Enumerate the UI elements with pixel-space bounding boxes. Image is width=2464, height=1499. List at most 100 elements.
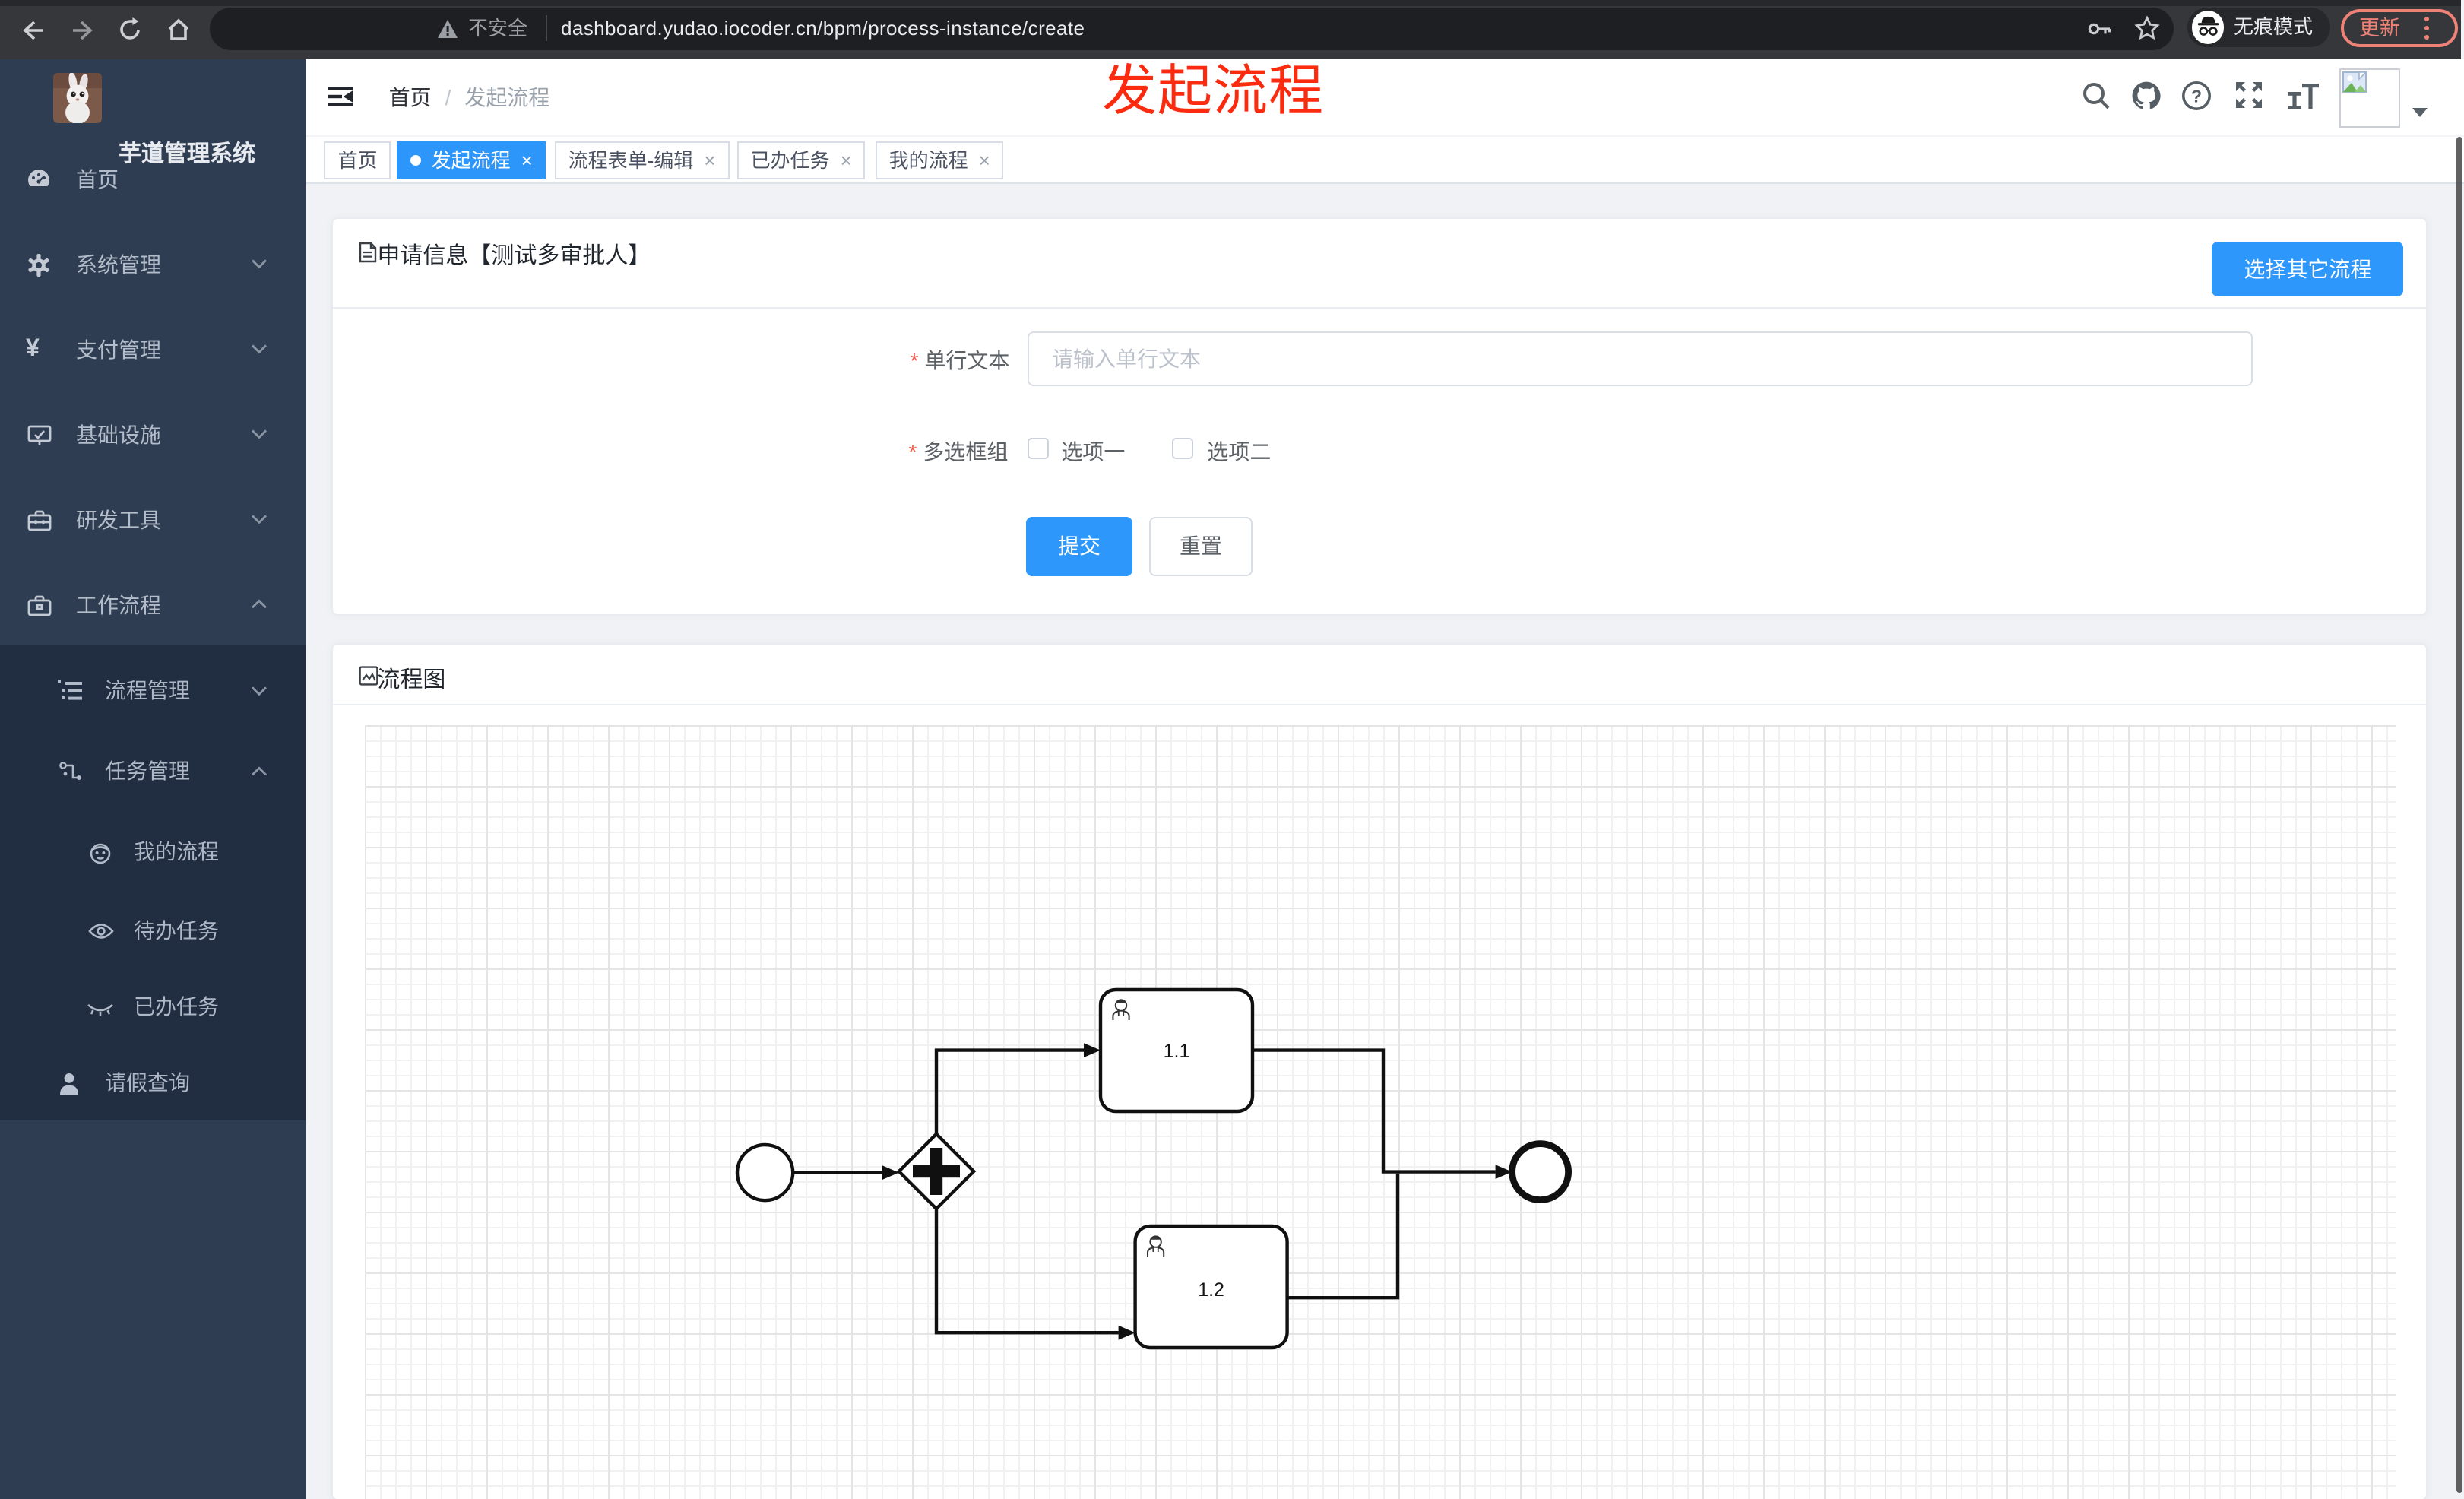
tab-form-edit[interactable]: 流程表单-编辑× xyxy=(554,141,730,180)
sidebar-item-payment[interactable]: ¥ 支付管理 xyxy=(0,307,306,392)
incognito-label: 无痕模式 xyxy=(2234,15,2314,38)
tab-home[interactable]: 首页 xyxy=(324,141,391,180)
avatar[interactable] xyxy=(2339,68,2400,127)
browser-top-strip xyxy=(0,0,2464,5)
chevron-up-icon xyxy=(251,599,268,610)
github-icon[interactable] xyxy=(2131,81,2162,111)
sidebar-item-workflow[interactable]: 工作流程 xyxy=(0,563,306,648)
sidebar-submenu: 流程管理 任务管理 我的流程 待办任务 xyxy=(0,645,306,1120)
menu-dots-icon[interactable] xyxy=(2424,16,2430,22)
tab-my-process[interactable]: 我的流程× xyxy=(875,141,1004,180)
breadcrumb: 首页/发起流程 xyxy=(388,85,550,109)
tree-icon xyxy=(59,760,82,784)
close-icon[interactable]: × xyxy=(978,149,990,173)
annotation-text: 发起流程 xyxy=(1102,59,1325,122)
bpmn-parallel-gateway xyxy=(896,1131,977,1212)
close-icon[interactable]: × xyxy=(704,149,716,173)
eye-closed-icon xyxy=(87,1003,114,1019)
field-label-checks: *多选框组 xyxy=(908,439,1009,463)
bpmn-user-task-2: 1.2 xyxy=(1133,1224,1289,1350)
reload-icon[interactable] xyxy=(117,17,143,43)
submit-button[interactable]: 提交 xyxy=(1025,516,1132,575)
incognito-icon xyxy=(2191,11,2225,44)
single-line-text-input[interactable]: 请输入单行文本 xyxy=(1027,331,2253,385)
sidebar-item-leave-query[interactable]: 请假查询 xyxy=(0,1047,306,1120)
bookmark-star-icon[interactable] xyxy=(2134,15,2160,41)
scrollbar-thumb[interactable] xyxy=(2456,137,2463,1493)
close-icon[interactable]: × xyxy=(840,149,852,173)
bpmn-start-event xyxy=(735,1142,795,1203)
list-icon xyxy=(58,680,82,702)
chevron-down-icon xyxy=(251,514,268,524)
tab-start-process[interactable]: 发起流程× xyxy=(396,141,546,180)
breadcrumb-home[interactable]: 首页 xyxy=(388,85,432,109)
gear-icon xyxy=(27,254,50,277)
svg-text:1.2: 1.2 xyxy=(1198,1279,1224,1301)
logo-avatar xyxy=(52,72,101,123)
security-label[interactable]: 不安全 xyxy=(468,17,528,40)
card1-divider xyxy=(333,306,2426,308)
choose-other-process-button[interactable]: 选择其它流程 xyxy=(2212,241,2404,296)
sidebar-item-task-mgmt[interactable]: 任务管理 xyxy=(0,731,306,813)
card2-divider xyxy=(333,703,2426,705)
chevron-down-icon xyxy=(251,429,268,439)
reset-button[interactable]: 重置 xyxy=(1148,516,1253,575)
sidebar-fold-icon[interactable] xyxy=(328,86,353,107)
app-header: 首页/发起流程 ? xyxy=(305,59,2464,135)
search-icon[interactable] xyxy=(2081,81,2111,111)
yen-icon: ¥ xyxy=(26,336,40,363)
bpmn-canvas[interactable]: 1.1 1.2 xyxy=(365,725,2396,1499)
sidebar-item-infra[interactable]: 基础设施 xyxy=(0,392,306,477)
url-text[interactable]: dashboard.yudao.iocoder.cn/bpm/process-i… xyxy=(561,17,1085,40)
window-edge xyxy=(2460,0,2464,59)
robot-icon xyxy=(88,841,112,865)
address-separator xyxy=(546,15,547,41)
input-placeholder: 请输入单行文本 xyxy=(1051,346,1201,370)
address-bar[interactable]: 不安全 dashboard.yudao.iocoder.cn/bpm/proce… xyxy=(210,8,2174,49)
chevron-down-icon xyxy=(251,258,268,269)
key-icon[interactable] xyxy=(2087,18,2113,40)
monitor-icon xyxy=(27,424,52,447)
chevron-up-icon xyxy=(251,766,268,777)
forward-icon[interactable] xyxy=(70,18,96,43)
image-icon xyxy=(359,665,378,685)
tab-done-tasks[interactable]: 已办任务× xyxy=(736,141,866,180)
svg-text:?: ? xyxy=(2191,86,2202,106)
browser-toolbar: 不安全 dashboard.yudao.iocoder.cn/bpm/proce… xyxy=(0,0,2464,59)
sidebar-item-my-process[interactable]: 我的流程 xyxy=(0,813,306,892)
sidebar-item-system[interactable]: 系统管理 xyxy=(0,222,306,307)
briefcase-icon xyxy=(27,594,52,617)
field-label-text: *单行文本 xyxy=(910,347,1010,372)
sidebar-item-todo-tasks[interactable]: 待办任务 xyxy=(0,892,306,971)
incognito-badge: 无痕模式 xyxy=(2187,8,2329,47)
help-icon[interactable]: ? xyxy=(2181,81,2212,111)
checkbox-option2-label[interactable]: 选项二 xyxy=(1207,439,1272,463)
back-icon[interactable] xyxy=(20,18,46,43)
close-icon[interactable]: × xyxy=(521,149,533,173)
card2-title: 流程图 xyxy=(377,667,446,692)
person-icon xyxy=(58,1072,81,1096)
checkbox-option2[interactable] xyxy=(1171,437,1193,458)
checkbox-option1-label[interactable]: 选项一 xyxy=(1061,439,1126,463)
font-size-icon[interactable] xyxy=(2286,82,2320,109)
sidebar-item-process-mgmt[interactable]: 流程管理 xyxy=(0,649,306,731)
avatar-caret-icon[interactable] xyxy=(2412,108,2428,117)
breadcrumb-current: 发起流程 xyxy=(464,85,550,109)
checkbox-option1[interactable] xyxy=(1027,437,1049,458)
update-button[interactable]: 更新 xyxy=(2341,8,2458,47)
app-title: 芋道管理系统 xyxy=(119,141,256,167)
sidebar-item-done-tasks[interactable]: 已办任务 xyxy=(0,971,306,1047)
sidebar-item-devtools[interactable]: 研发工具 xyxy=(0,477,306,563)
bpmn-user-task-1: 1.1 xyxy=(1098,987,1255,1114)
chevron-down-icon xyxy=(251,344,268,354)
eye-icon xyxy=(88,921,114,941)
sidebar: 芋道管理系统 首页 系统管理 ¥ 支付管理 基础设施 xyxy=(0,59,306,1499)
document-icon xyxy=(359,241,377,262)
sidebar-item-home[interactable]: 首页 xyxy=(0,138,306,223)
svg-text:1.1: 1.1 xyxy=(1164,1041,1190,1062)
home-icon[interactable] xyxy=(166,17,192,43)
fullscreen-icon[interactable] xyxy=(2234,81,2263,109)
apply-info-card: 申请信息【测试多审批人】 选择其它流程 *单行文本 请输入单行文本 *多选框组 … xyxy=(331,217,2428,616)
bpmn-end-event xyxy=(1509,1140,1572,1203)
